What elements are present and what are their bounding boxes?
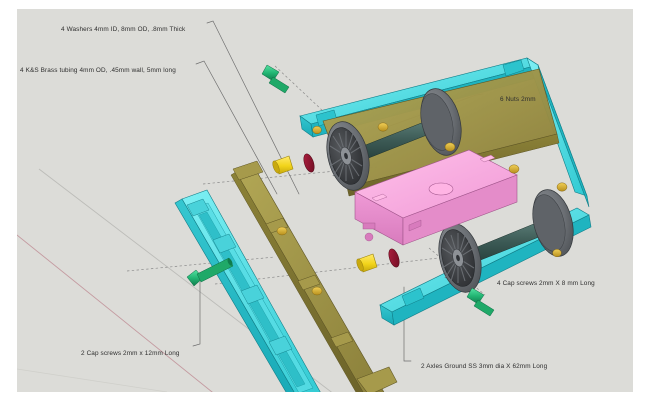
wheel-front-far [532, 189, 574, 257]
nuts-group[interactable] [312, 122, 568, 258]
wheel-rear-near [326, 121, 370, 191]
side-frame-exploded[interactable] [174, 189, 327, 392]
callout-brass-tubing: 4 K&S Brass tubing 4mm OD, .45mm wall, 5… [20, 67, 176, 74]
washer-part [303, 153, 315, 173]
cap-screw-8mm [261, 64, 290, 94]
washer-part-2 [388, 248, 400, 268]
nut-part [276, 226, 288, 236]
brass-tube-part-2 [356, 253, 378, 273]
cap-screw-8mm-2 [466, 287, 495, 317]
callout-cap-screws-12mm: 2 Cap screws 2mm x 12mm Long [81, 350, 180, 357]
wheel-rear-far [420, 88, 462, 156]
callout-washers: 4 Washers 4mm ID, 8mm OD, .8mm Thick [61, 26, 186, 33]
cad-model-canvas [17, 20, 592, 392]
callout-axles: 2 Axles Ground SS 3mm dia X 62mm Long [421, 363, 548, 370]
wheelset-rear[interactable] [320, 84, 468, 194]
cap-screw-12mm[interactable] [186, 257, 234, 287]
callout-nuts: 6 Nuts 2mm [500, 96, 536, 103]
callout-cap-screws-8mm: 4 Cap screws 2mm X 8 mm Long [497, 280, 595, 287]
bolster-box[interactable] [354, 149, 518, 246]
stretcher-beam[interactable] [230, 160, 398, 392]
cad-viewport[interactable]: 4 Washers 4mm ID, 8mm OD, .8mm Thick 4 K… [17, 9, 633, 392]
brass-tube-part [272, 155, 294, 175]
loose-parts-lower[interactable] [355, 248, 495, 317]
loose-parts-upper[interactable] [261, 64, 316, 175]
